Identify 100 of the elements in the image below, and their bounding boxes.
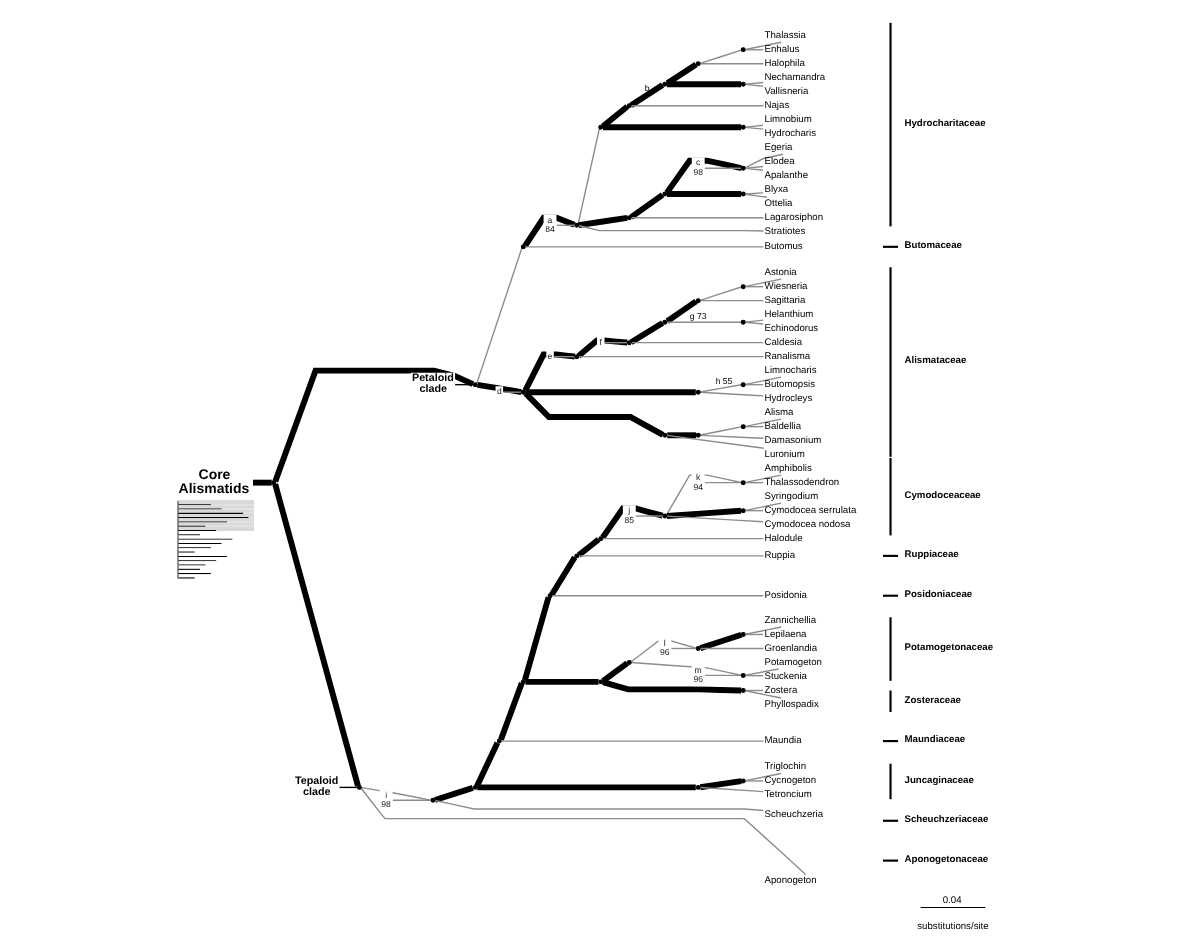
node-point	[520, 243, 526, 249]
connector	[523, 390, 665, 437]
connector	[454, 382, 474, 385]
connector	[665, 297, 698, 323]
node-point	[662, 318, 668, 324]
node-point	[662, 431, 668, 437]
connector	[629, 319, 665, 344]
connector	[699, 425, 742, 435]
node-point	[695, 783, 701, 789]
connector	[629, 191, 665, 219]
connector	[665, 473, 742, 515]
connector	[502, 390, 523, 392]
connector	[500, 739, 765, 741]
connector	[553, 354, 576, 357]
connector	[665, 60, 698, 85]
connector	[699, 62, 765, 64]
node-point	[472, 381, 478, 387]
connector	[670, 646, 697, 649]
connector	[744, 771, 782, 781]
node-point	[662, 190, 668, 196]
connector	[551, 594, 765, 596]
connector	[699, 298, 765, 301]
node-point	[598, 535, 604, 541]
connector	[629, 81, 665, 107]
connector	[699, 785, 765, 792]
connector	[704, 166, 742, 168]
connector	[476, 246, 523, 383]
connector	[272, 366, 475, 482]
connector	[704, 673, 742, 676]
connector	[272, 482, 361, 786]
connector	[602, 123, 742, 130]
connector	[576, 336, 628, 358]
connector	[699, 630, 743, 650]
connector	[578, 223, 765, 231]
node-point	[740, 80, 746, 86]
connector	[361, 785, 432, 800]
node-point	[695, 297, 701, 303]
connector	[522, 595, 552, 681]
connector	[699, 777, 742, 790]
connector	[578, 354, 765, 357]
connector	[434, 784, 474, 802]
connector	[392, 798, 432, 801]
connector	[699, 285, 742, 300]
node-point	[626, 214, 632, 220]
node-point	[740, 507, 746, 513]
node-point	[740, 479, 746, 485]
node-point	[626, 659, 632, 664]
connector	[338, 785, 359, 788]
node-point	[574, 552, 580, 558]
connector	[524, 245, 765, 247]
node-point	[547, 592, 553, 598]
node-point	[520, 388, 526, 394]
connector	[602, 678, 742, 693]
connector	[744, 779, 764, 781]
node-point	[430, 796, 436, 802]
connector	[635, 514, 664, 516]
node-point	[520, 678, 526, 684]
connector	[666, 433, 765, 448]
connector	[667, 80, 741, 87]
node-point	[695, 645, 701, 650]
connector	[699, 383, 742, 392]
node-point	[740, 671, 746, 677]
node-point	[740, 777, 746, 783]
connector	[704, 480, 742, 483]
connector	[525, 388, 696, 395]
connector	[549, 554, 578, 596]
node-point	[271, 479, 277, 485]
connector	[578, 214, 628, 228]
connector	[601, 103, 630, 128]
node-point	[740, 46, 746, 52]
node-point	[740, 164, 746, 170]
connector	[631, 216, 765, 218]
node-point	[496, 737, 502, 743]
node-point	[740, 283, 746, 289]
connector	[498, 681, 525, 740]
node-point	[740, 381, 746, 387]
node-point	[662, 512, 668, 518]
node-point	[598, 678, 604, 684]
node-point	[472, 783, 478, 789]
connector	[576, 536, 601, 557]
connector	[630, 639, 697, 662]
node-point	[574, 221, 580, 227]
connector	[252, 478, 272, 485]
node-point	[695, 431, 701, 437]
connector	[477, 783, 696, 790]
connector	[434, 798, 765, 811]
connector	[667, 190, 741, 196]
node-point	[740, 190, 746, 196]
node-point	[695, 388, 701, 394]
connector	[666, 514, 764, 522]
connector	[601, 659, 630, 683]
connector	[666, 320, 742, 322]
connector	[699, 433, 765, 438]
node-point	[740, 631, 746, 636]
connector	[578, 554, 765, 556]
node-point	[598, 123, 604, 129]
connector	[699, 48, 742, 64]
node-point	[740, 687, 746, 692]
connector	[699, 390, 765, 396]
connector	[474, 740, 501, 787]
